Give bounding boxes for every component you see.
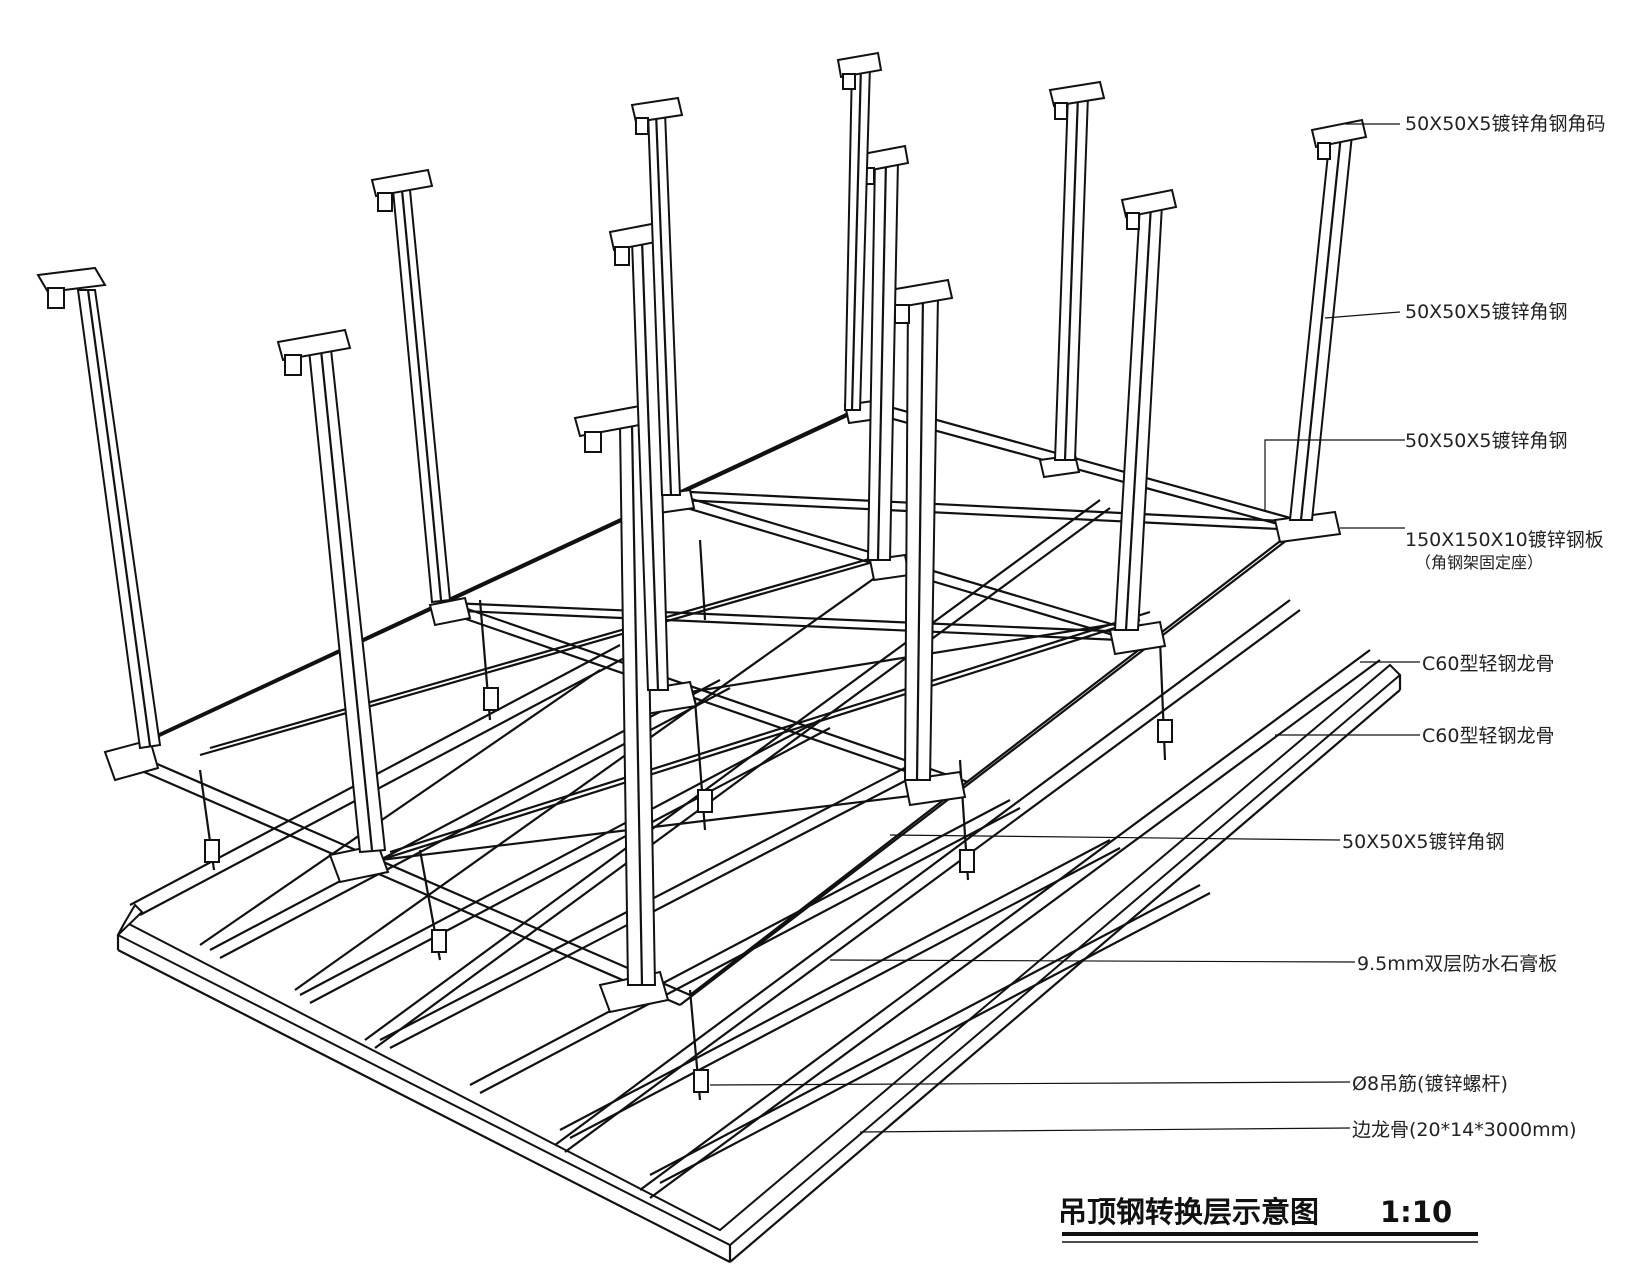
callout-hanger-rod: Ø8吊筋(镀锌螺杆) bbox=[1352, 1073, 1508, 1095]
callout-c60-runner-1: C60型轻钢龙骨 bbox=[1422, 653, 1554, 675]
callout-angle-code: 50X50X5镀锌角钢角码 bbox=[1405, 113, 1605, 135]
hanger-rods bbox=[198, 539, 1173, 1101]
gypsum-board-frame bbox=[116, 663, 1402, 1263]
drawing-title: 吊顶钢转换层示意图 1:10 bbox=[1058, 1195, 1478, 1243]
callout-labels: 50X50X5镀锌角钢角码 50X50X5镀锌角钢 50X50X5镀锌角钢 15… bbox=[1342, 113, 1605, 1141]
upper-steel-frame bbox=[111, 400, 1306, 1007]
c60-lower-runners bbox=[129, 644, 1211, 1184]
callout-angle-frame: 50X50X5镀锌角钢 bbox=[1405, 430, 1567, 452]
vertical-posts bbox=[36, 51, 1368, 986]
callout-c60-runner-2: C60型轻钢龙骨 bbox=[1422, 725, 1554, 747]
callout-gypsum-board: 9.5mm双层防水石膏板 bbox=[1357, 952, 1557, 975]
callout-angle-lower: 50X50X5镀锌角钢 bbox=[1342, 831, 1504, 853]
callout-angle-post: 50X50X5镀锌角钢 bbox=[1405, 301, 1567, 323]
leader-lines bbox=[709, 123, 1420, 1133]
callout-steel-plate: 150X150X10镀锌钢板 bbox=[1405, 529, 1604, 551]
callout-steel-plate-note: （角钢架固定座） bbox=[1415, 553, 1543, 572]
title-scale: 1:10 bbox=[1380, 1195, 1452, 1229]
callout-edge-runner: 边龙骨(20*14*3000mm) bbox=[1352, 1119, 1577, 1141]
title-text: 吊顶钢转换层示意图 bbox=[1058, 1195, 1319, 1229]
